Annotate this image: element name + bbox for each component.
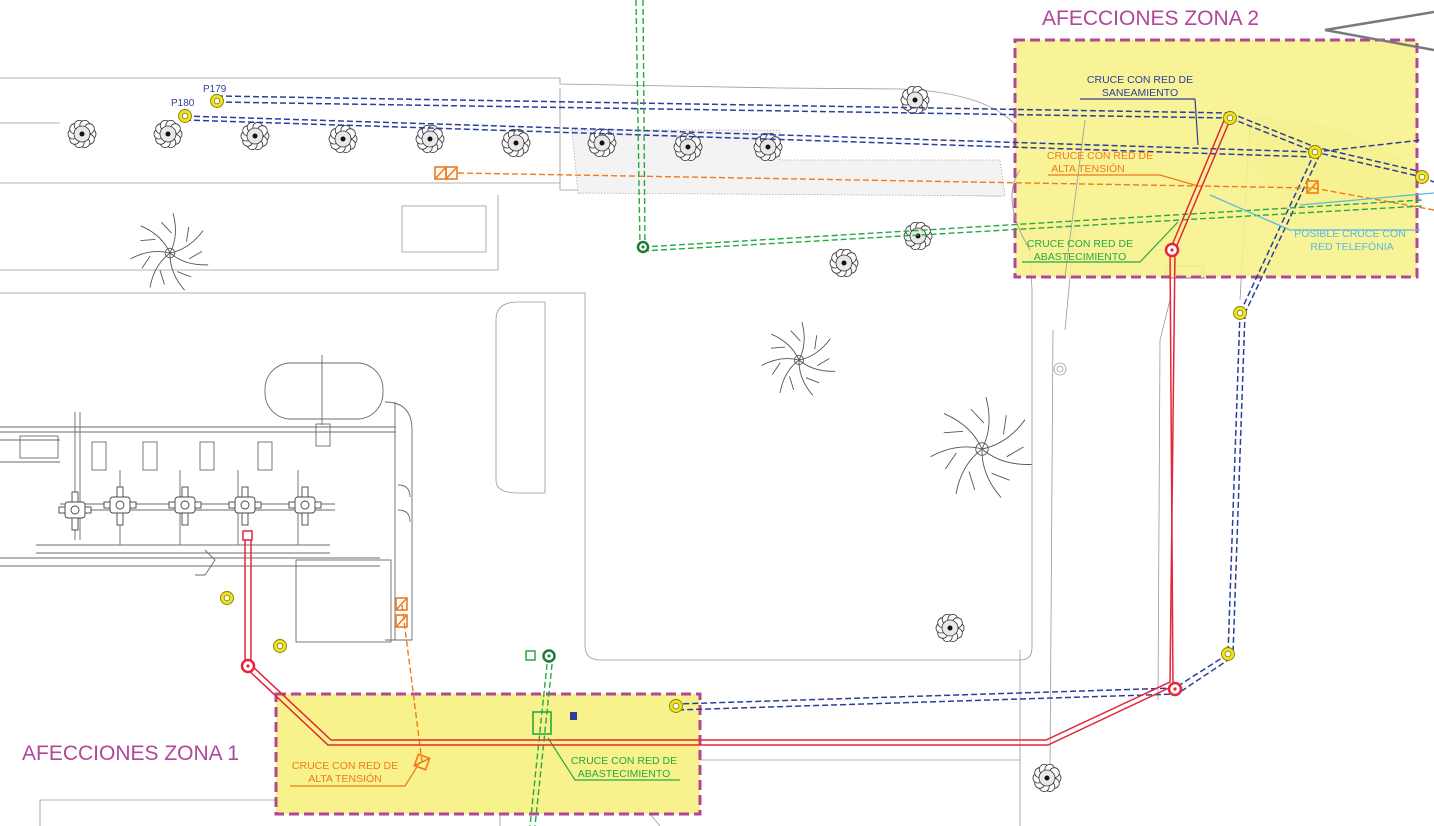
zone-1-title: AFECCIONES ZONA 1: [22, 742, 239, 765]
well-icon: [1233, 306, 1247, 320]
callout-alta-tension-1-line2: ALTA TENSIÓN: [308, 772, 382, 785]
shrub-icon: [587, 128, 617, 158]
well-icon: [1223, 111, 1237, 125]
shrub-icon: [328, 124, 358, 154]
shrub-icon: [240, 122, 270, 151]
pump-glyphs: [58, 486, 322, 531]
water-supply-nodes: [525, 240, 650, 735]
high-voltage-markers: [395, 166, 1319, 771]
water-supply-network: [529, 0, 1423, 826]
well-label-p179: P179: [203, 84, 227, 95]
shrub-icon: [153, 120, 183, 149]
leader-alta-tension-1: [290, 761, 421, 787]
callout-alta-tension-1-line1: CRUCE CON RED DE: [292, 760, 398, 772]
pump-icon: [168, 486, 202, 526]
well-label-p180: P180: [171, 98, 195, 109]
pump-icon: [228, 486, 262, 526]
well-icon: [669, 699, 683, 713]
well-markers: [178, 94, 1429, 713]
leader-saneamiento: [1194, 98, 1199, 146]
pump-icon: [103, 486, 137, 526]
pump-icon: [58, 491, 92, 531]
telephony-network: [1209, 192, 1434, 231]
tree-icon: [761, 321, 836, 396]
callout-abastecimiento-1-line1: CRUCE CON RED DE: [571, 755, 677, 767]
well-icon: [210, 94, 224, 108]
shrub-icon: [900, 86, 930, 114]
well-icon: [1415, 170, 1429, 184]
shrub-icon: [67, 120, 97, 149]
zone-2-title: AFECCIONES ZONA 2: [1042, 7, 1259, 30]
boundary-line: [1324, 10, 1434, 52]
callout-abastecimiento-2-line1: CRUCE CON RED DE: [1027, 238, 1133, 250]
tree-icon: [930, 396, 1032, 498]
leader-abastecimiento-1: [547, 737, 680, 781]
well-icon: [273, 639, 287, 653]
well-icon: [178, 109, 192, 123]
trees: [67, 86, 1062, 792]
pump-icon: [288, 486, 322, 526]
leader-alta-tension-2: [1048, 174, 1199, 187]
callout-alta-tension-2-line2: ALTA TENSIÓN: [1051, 162, 1125, 175]
red-network-nodes: [240, 242, 1183, 697]
shrub-icon: [935, 614, 965, 642]
zone-1-area: [274, 692, 702, 816]
callout-saneamiento-line2: SANEAMIENTO: [1102, 87, 1178, 99]
well-icon: [1221, 647, 1235, 661]
shrub-icon: [1032, 764, 1062, 792]
tree-icon: [130, 212, 209, 291]
shrub-icon: [415, 124, 445, 154]
shrub-icon: [501, 128, 531, 158]
callout-saneamiento-line1: CRUCE CON RED DE: [1087, 74, 1193, 86]
callout-alta-tension-2-line1: CRUCE CON RED DE: [1047, 150, 1153, 162]
callout-abastecimiento-2-line2: ABASTECIMIENTO: [1034, 251, 1127, 263]
shrub-icon: [673, 132, 703, 162]
callout-telefonia-line1: POSIBLE CRUCE CON: [1294, 228, 1405, 240]
shrub-icon: [753, 132, 783, 162]
shrub-icon: [829, 248, 859, 278]
callout-abastecimiento-1-line2: ABASTECIMIENTO: [578, 768, 671, 780]
sanitation-marker: [570, 712, 577, 720]
zone-2-area: [1013, 38, 1419, 279]
pump-station: [0, 355, 413, 643]
callout-telefonia-line2: RED TELEFÓNIA: [1310, 240, 1393, 253]
high-voltage-network: [401, 172, 1434, 763]
well-icon: [220, 591, 234, 605]
well-icon: [1308, 145, 1322, 159]
leader-abastecimiento-2: [1022, 221, 1179, 263]
